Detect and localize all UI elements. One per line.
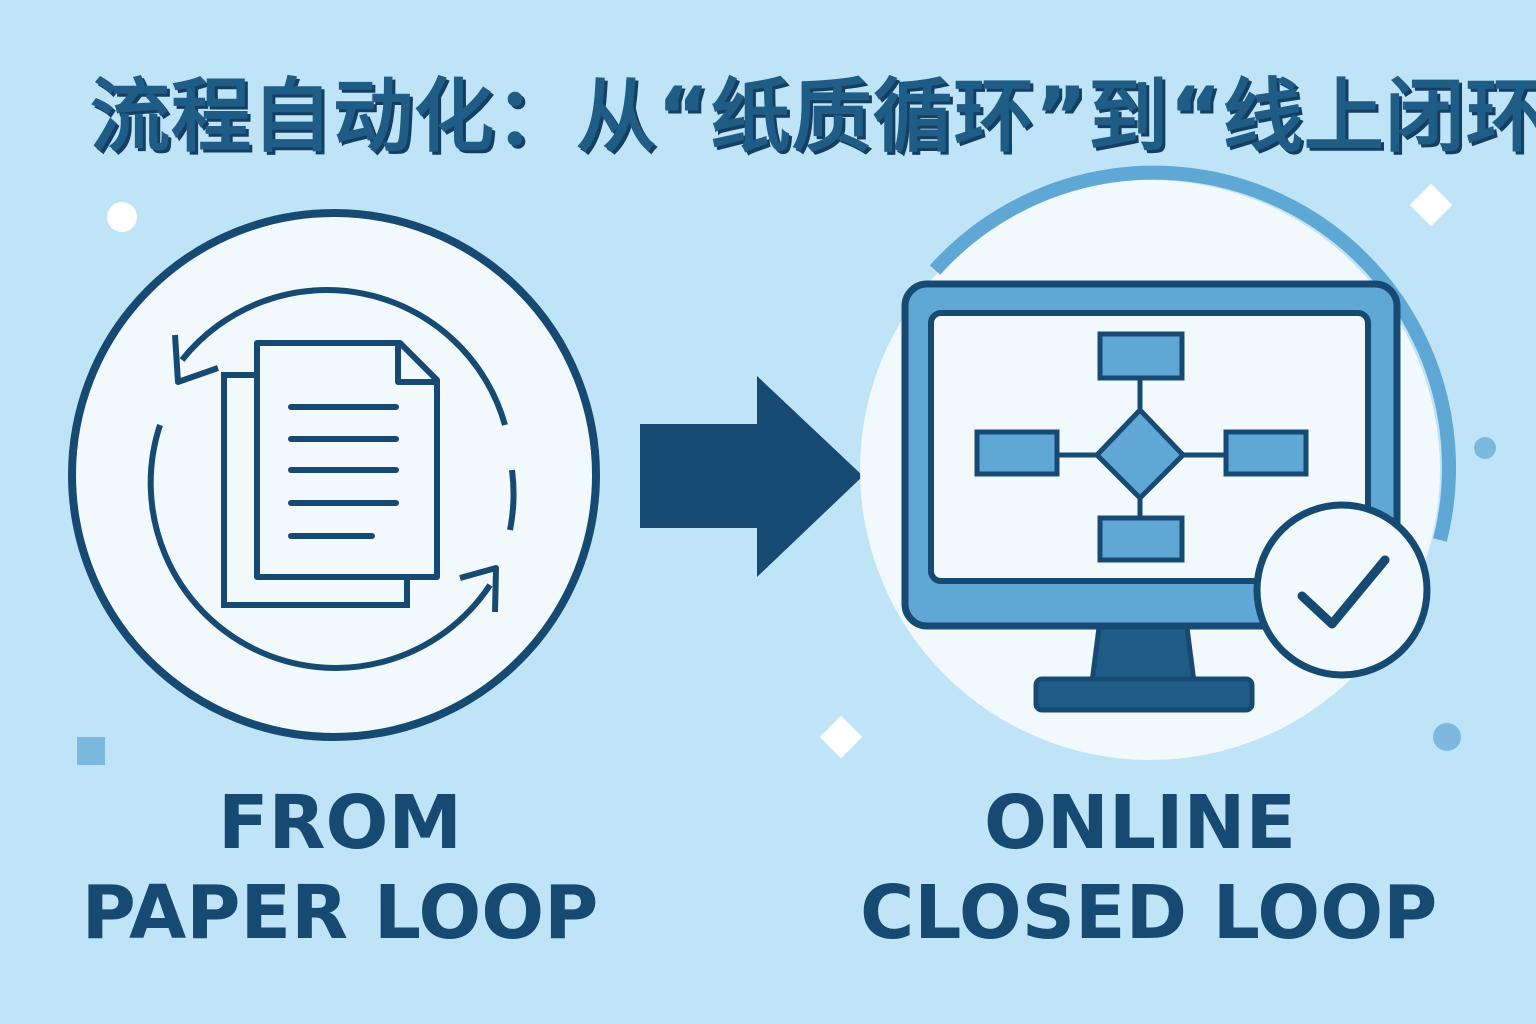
cycle-arc-right bbox=[507, 469, 517, 531]
decor-dot-right-bottom bbox=[1433, 723, 1461, 751]
left-caption-line2: PAPER LOOP bbox=[81, 870, 599, 956]
workflow-node-left bbox=[974, 429, 1060, 477]
workflow-node-bottom bbox=[1097, 515, 1185, 563]
monitor-workflow-icon bbox=[860, 165, 1457, 760]
decor-diamond-bottom bbox=[819, 715, 863, 759]
decor-dot-right bbox=[1474, 437, 1496, 459]
right-caption: ONLINE CLOSED LOOP bbox=[860, 778, 1438, 958]
decor-dot-white bbox=[107, 202, 137, 232]
decor-diamond-top bbox=[1409, 183, 1453, 227]
workflow-node-right bbox=[1223, 429, 1309, 477]
check-badge bbox=[1253, 501, 1431, 679]
workflow-node-top bbox=[1097, 331, 1185, 381]
checkmark-icon bbox=[1253, 501, 1431, 679]
check-mark bbox=[1297, 555, 1390, 629]
left-caption: FROM PAPER LOOP bbox=[80, 778, 600, 958]
right-circle-accent-arc bbox=[929, 165, 1457, 542]
decor-square bbox=[77, 737, 105, 765]
cycle-arrowhead-bottom bbox=[459, 565, 499, 613]
right-caption-line1: ONLINE bbox=[983, 780, 1296, 866]
cycle-arrowhead-top bbox=[172, 334, 219, 385]
page-title: 流程自动化：从“纸质循环”到“线上闭环” bbox=[90, 70, 1536, 163]
arrow-right-icon bbox=[640, 376, 863, 577]
workflow-decision-diamond bbox=[1094, 407, 1186, 501]
document-text-lines bbox=[288, 404, 399, 539]
paper-documents-cycle-icon bbox=[68, 209, 600, 741]
left-caption-line1: FROM bbox=[217, 780, 463, 866]
monitor-base bbox=[1033, 676, 1255, 713]
cycle-arc-bottom bbox=[147, 424, 493, 671]
document-front-sheet bbox=[254, 340, 440, 580]
right-caption-line2: CLOSED LOOP bbox=[860, 870, 1438, 956]
cycle-arc-top bbox=[179, 287, 508, 426]
document-fold bbox=[395, 343, 437, 385]
